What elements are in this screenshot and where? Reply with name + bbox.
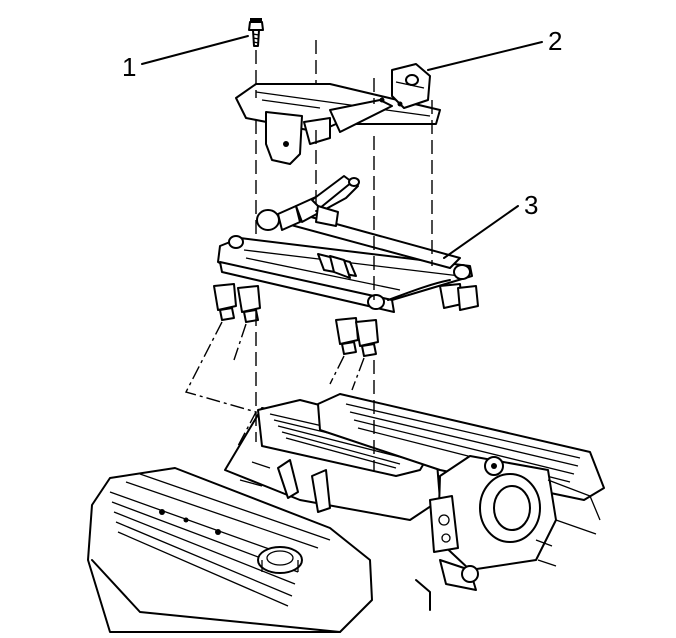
callout-2: 2 [427, 26, 562, 71]
throttle-body [415, 455, 601, 611]
fuel-rail [213, 175, 479, 357]
injector-left-1 [213, 283, 237, 321]
injector-left-2 [237, 285, 261, 323]
left-valve-cover [87, 467, 373, 633]
engine-block [87, 393, 605, 633]
fuel-rail-bracket [235, 63, 441, 165]
bolt [248, 18, 264, 47]
injector-right-1 [439, 283, 479, 311]
callout-1: 1 [122, 35, 249, 82]
alignment-lines [184, 40, 433, 472]
callout-1-label: 1 [122, 52, 136, 82]
callout-3: 3 [443, 190, 538, 259]
injector-center-2 [355, 319, 379, 357]
callout-2-label: 2 [548, 26, 562, 56]
callout-3-label: 3 [524, 190, 538, 220]
injector-center-1 [335, 317, 359, 355]
